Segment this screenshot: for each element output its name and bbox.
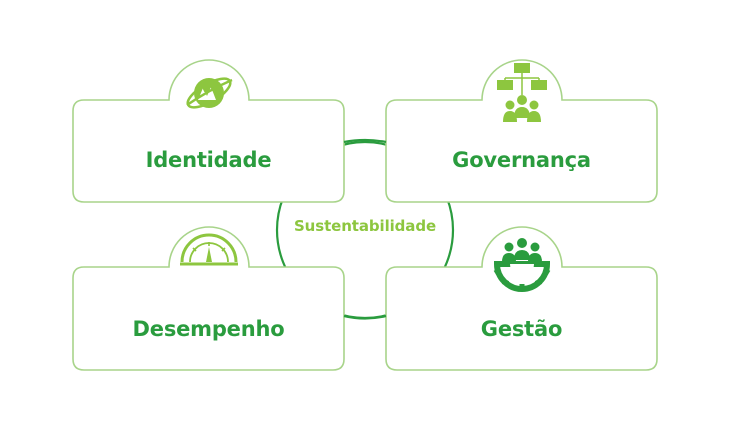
circle-arc-top [343, 138, 387, 144]
card-identidade-label: Identidade [145, 148, 272, 172]
card-governanca-outline [385, 59, 658, 203]
gauge-icon [180, 233, 238, 266]
card-governanca-label: Governança [452, 148, 591, 172]
planet-mountain-icon [186, 77, 233, 109]
card-gestao-label: Gestão [480, 317, 563, 341]
circle-arc-bottom [343, 314, 387, 320]
center-label: Sustentabilidade [293, 217, 437, 235]
card-identidade-outline [72, 59, 345, 203]
card-gestao-outline [385, 226, 658, 371]
card-desempenho-outline [72, 226, 345, 371]
org-chart-people-icon [497, 63, 547, 122]
card-desempenho-label: Desempenho [132, 317, 285, 341]
people-gear-icon [493, 238, 551, 292]
